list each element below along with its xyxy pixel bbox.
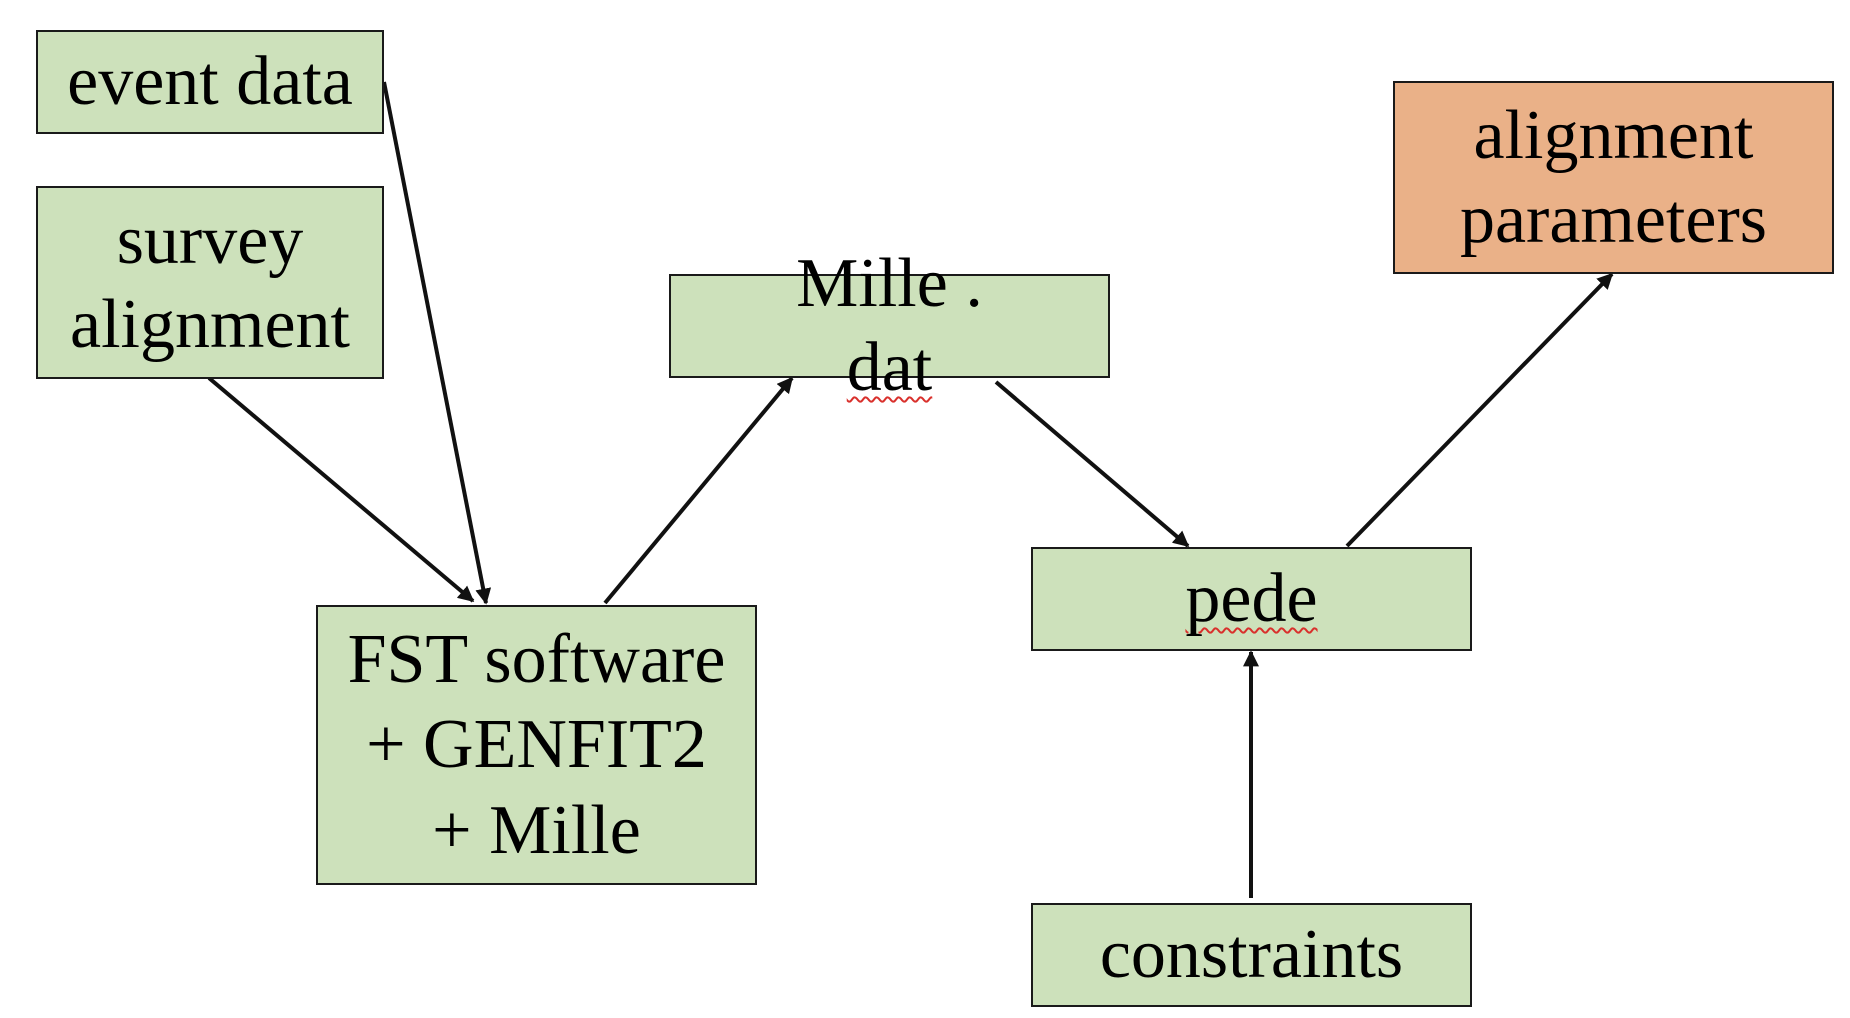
node-survey-alignment-line-1: survey: [116, 201, 304, 279]
node-event-data-line-1: event data: [67, 43, 353, 120]
node-constraints: constraints: [1031, 903, 1472, 1007]
node-alignment-parameters-line-1: alignment: [1473, 96, 1754, 174]
node-alignment-parameters-line-2: parameters: [1459, 180, 1768, 258]
node-fst-software-line-2: + GENFIT2: [366, 706, 707, 784]
arrow-pede-to-alignment-parameters: [1345, 272, 1614, 548]
arrow-event-data-to-fst: [382, 81, 492, 605]
node-event-data: event data: [36, 30, 384, 134]
node-mille-dat-label: Mille .dat: [796, 242, 983, 410]
arrow-fst-to-mille-dat: [603, 376, 794, 605]
node-constraints-line-1: constraints: [1099, 916, 1404, 993]
node-alignment-parameters: alignment parameters: [1393, 81, 1834, 274]
node-mille-dat-flagged-word: dat: [846, 329, 933, 406]
node-survey-alignment-line-2: alignment: [70, 285, 350, 363]
node-mille-dat: Mille .dat: [669, 245, 1110, 406]
node-survey-alignment: survey alignment: [36, 186, 384, 379]
node-fst-software-line-3: + Mille: [432, 791, 641, 869]
node-mille-dat-prefix: Mille .: [796, 245, 983, 322]
node-pede-label: pede: [1185, 560, 1318, 637]
node-fst-software: FST software + GENFIT2 + Mille: [316, 605, 757, 885]
arrow-survey-to-fst: [207, 376, 475, 603]
node-fst-software-line-1: FST software: [347, 620, 726, 698]
arrow-mille-dat-to-pede: [994, 380, 1190, 548]
node-pede: pede: [1031, 547, 1472, 651]
